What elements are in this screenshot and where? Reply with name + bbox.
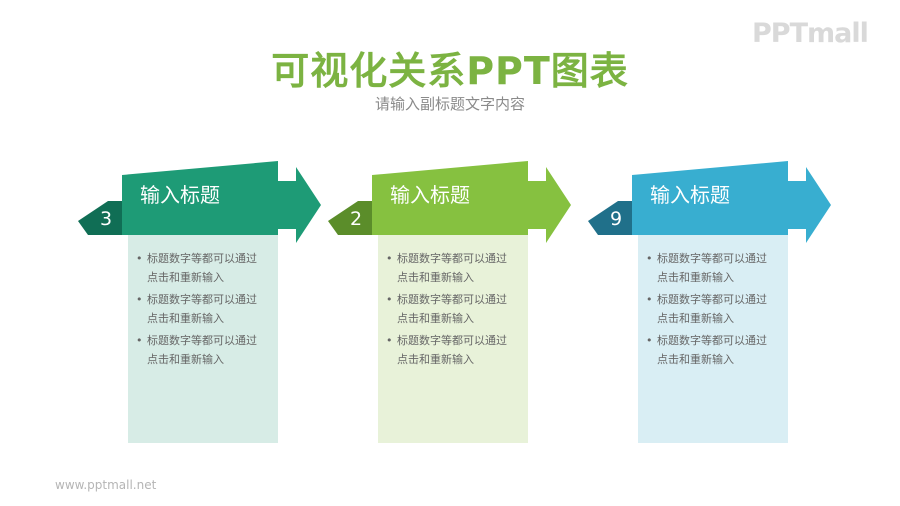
card-3: 输入标题 9 标题数字等都可以通过点击和重新输入 标题数字等都可以通过点击和重新… xyxy=(588,157,848,447)
card-title[interactable]: 输入标题 xyxy=(390,183,470,207)
pptmall-logo: PPTmall xyxy=(752,18,869,49)
page-title: 可视化关系PPT图表 xyxy=(271,49,629,93)
card-title[interactable]: 输入标题 xyxy=(650,183,730,207)
list-item[interactable]: 标题数字等都可以通过点击和重新输入 xyxy=(136,331,266,369)
list-item[interactable]: 标题数字等都可以通过点击和重新输入 xyxy=(646,331,776,369)
bullet-list: 标题数字等都可以通过点击和重新输入 标题数字等都可以通过点击和重新输入 标题数字… xyxy=(136,249,266,372)
card-header-ribbon xyxy=(328,161,571,243)
list-item[interactable]: 标题数字等都可以通过点击和重新输入 xyxy=(386,249,516,287)
card-header-ribbon xyxy=(588,161,831,243)
footer-url: www.pptmall.net xyxy=(55,478,157,492)
card-title[interactable]: 输入标题 xyxy=(140,183,220,207)
page-subtitle: 请输入副标题文字内容 xyxy=(374,95,525,113)
list-item[interactable]: 标题数字等都可以通过点击和重新输入 xyxy=(386,290,516,328)
bullet-list: 标题数字等都可以通过点击和重新输入 标题数字等都可以通过点击和重新输入 标题数字… xyxy=(646,249,776,372)
card-number[interactable]: 9 xyxy=(610,208,623,230)
card-1: 输入标题 3 标题数字等都可以通过点击和重新输入 标题数字等都可以通过点击和重新… xyxy=(78,157,338,447)
list-item[interactable]: 标题数字等都可以通过点击和重新输入 xyxy=(136,290,266,328)
card-2: 输入标题 2 标题数字等都可以通过点击和重新输入 标题数字等都可以通过点击和重新… xyxy=(328,157,588,447)
list-item[interactable]: 标题数字等都可以通过点击和重新输入 xyxy=(646,290,776,328)
list-item[interactable]: 标题数字等都可以通过点击和重新输入 xyxy=(386,331,516,369)
card-number[interactable]: 3 xyxy=(100,208,113,230)
list-item[interactable]: 标题数字等都可以通过点击和重新输入 xyxy=(646,249,776,287)
bullet-list: 标题数字等都可以通过点击和重新输入 标题数字等都可以通过点击和重新输入 标题数字… xyxy=(386,249,516,372)
card-number[interactable]: 2 xyxy=(350,208,363,230)
card-header-ribbon xyxy=(78,161,321,243)
list-item[interactable]: 标题数字等都可以通过点击和重新输入 xyxy=(136,249,266,287)
